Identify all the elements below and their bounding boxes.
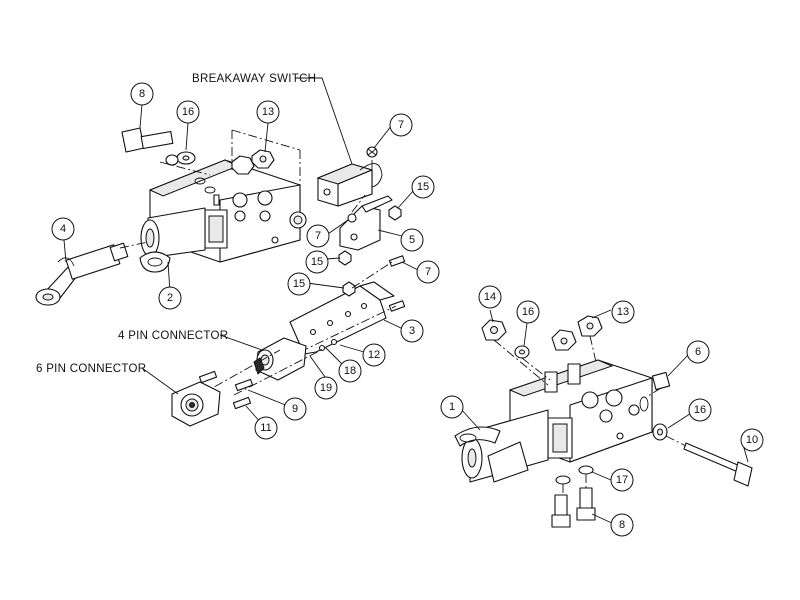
- balloon-4: 4: [51, 217, 75, 241]
- svg-text:5: 5: [409, 234, 415, 246]
- breakaway-switch: [316, 146, 402, 266]
- svg-text:16: 16: [522, 306, 534, 318]
- four-pin-connector: [199, 337, 338, 396]
- svg-text:19: 19: [320, 382, 332, 394]
- svg-text:18: 18: [344, 365, 356, 377]
- balloon-16: 16: [516, 300, 540, 324]
- balloon-16: 16: [688, 398, 712, 422]
- balloon-13: 13: [611, 300, 635, 324]
- balloon-18: 18: [338, 359, 362, 383]
- svg-text:17: 17: [616, 474, 628, 486]
- balloon-7: 7: [306, 224, 330, 248]
- svg-text:15: 15: [293, 278, 305, 290]
- balloon-15: 15: [305, 250, 329, 274]
- balloon-9: 9: [283, 397, 307, 421]
- breakaway-switch-label: BREAKAWAY SWITCH: [192, 73, 316, 85]
- balloon-10: 10: [740, 428, 764, 452]
- svg-text:6: 6: [695, 346, 701, 358]
- balloon-2: 2: [158, 286, 182, 310]
- balloon-19: 19: [314, 376, 338, 400]
- balloon-7: 7: [416, 260, 440, 284]
- left-hitch-assembly: [35, 127, 307, 306]
- balloon-7: 7: [389, 113, 413, 137]
- svg-text:16: 16: [694, 404, 706, 416]
- pin-assembly: [35, 242, 129, 306]
- svg-text:7: 7: [315, 230, 321, 242]
- svg-text:13: 13: [262, 106, 274, 118]
- svg-text:2: 2: [167, 292, 173, 304]
- balloon-11: 11: [254, 416, 278, 440]
- svg-text:15: 15: [311, 256, 323, 268]
- balloon-6: 6: [686, 340, 710, 364]
- bolt-and-washer-left: [121, 127, 196, 166]
- balloon-17: 17: [610, 468, 634, 492]
- balloon-5: 5: [400, 228, 424, 252]
- svg-text:7: 7: [425, 266, 431, 278]
- balloon-16: 16: [176, 100, 200, 124]
- svg-text:1: 1: [449, 401, 455, 413]
- svg-text:14: 14: [484, 291, 496, 303]
- four-pin-connector-label: 4 PIN CONNECTOR: [118, 330, 228, 342]
- svg-text:8: 8: [619, 519, 625, 531]
- svg-text:12: 12: [368, 349, 380, 361]
- svg-text:3: 3: [409, 325, 415, 337]
- svg-text:7: 7: [398, 119, 404, 131]
- balloon-8: 8: [610, 513, 634, 537]
- balloon-15: 15: [411, 175, 435, 199]
- right-hitch-assembly: [454, 315, 753, 528]
- six-pin-connector-label: 6 PIN CONNECTOR: [36, 363, 146, 375]
- balloon-12: 12: [362, 343, 386, 367]
- svg-text:15: 15: [417, 181, 429, 193]
- balloon-1: 1: [440, 395, 464, 419]
- svg-text:4: 4: [60, 223, 66, 235]
- balloon-14: 14: [478, 285, 502, 309]
- svg-text:8: 8: [139, 88, 145, 100]
- svg-text:16: 16: [182, 106, 194, 118]
- balloon-13: 13: [256, 100, 280, 124]
- svg-text:10: 10: [746, 434, 758, 446]
- balloon-15: 15: [287, 272, 311, 296]
- balloon-3: 3: [400, 319, 424, 343]
- svg-text:9: 9: [292, 403, 298, 415]
- six-pin-connector: [171, 370, 254, 427]
- svg-text:13: 13: [617, 306, 629, 318]
- balloon-8: 8: [130, 82, 154, 106]
- svg-text:11: 11: [260, 422, 271, 434]
- part-balloons: 8 16 13 7 15 7 5 15 7 4 2 15 3 12 18 19 …: [51, 82, 764, 537]
- connector-bracket: [289, 255, 406, 355]
- long-bolt: [683, 442, 753, 487]
